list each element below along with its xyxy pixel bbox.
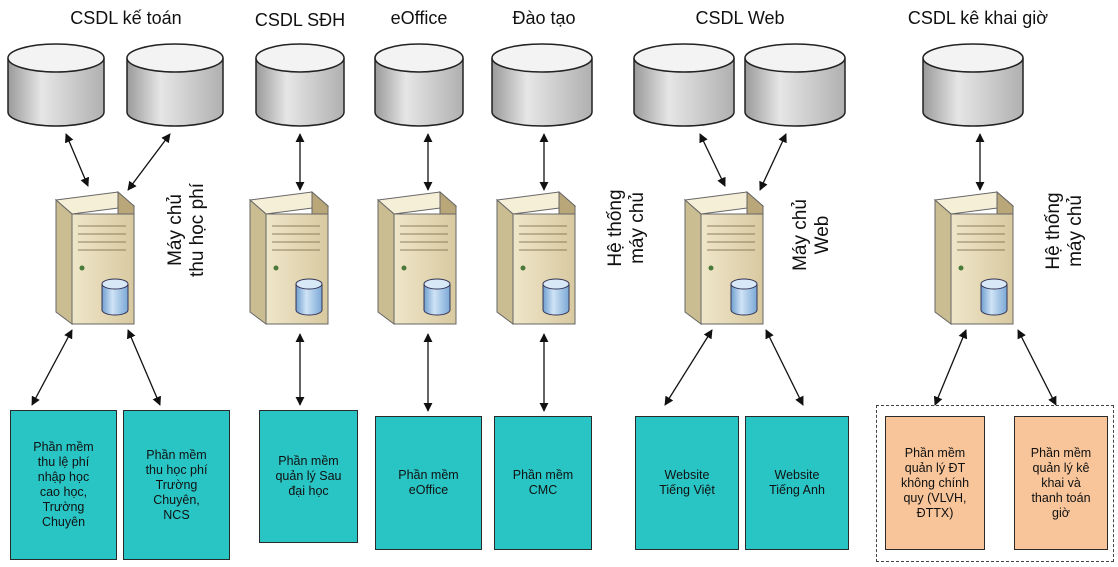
server-tower-icon: [495, 190, 577, 325]
dashed-group-border: [876, 405, 1114, 562]
app-label: Website Tiếng Việt: [659, 468, 715, 497]
database-cylinder-icon: [126, 43, 224, 127]
database-cylinder-icon: [744, 43, 846, 127]
database-cylinder-icon: [7, 43, 105, 127]
server-tower-icon: [248, 190, 330, 325]
app-box-sau-dai-hoc: Phần mềm quản lý Sau đại học: [259, 410, 358, 543]
app-box-cmc: Phần mềm CMC: [494, 416, 592, 550]
database-cylinder-icon: [374, 43, 464, 127]
server-label-web: Máy chủ Web: [790, 199, 833, 271]
db-title-web: CSDL Web: [695, 8, 785, 28]
server-label-hocphi: Máy chủ thu học phí: [165, 182, 208, 278]
db-title-kekhai: CSDL kê khai giờ: [907, 8, 1049, 28]
server-label-kekhai: Hệ thống máy chủ: [1043, 192, 1086, 270]
app-box-eoffice: Phần mềm eOffice: [375, 416, 482, 550]
app-label: Phần mềm thu lệ phí nhập học cao học, Tr…: [33, 440, 94, 529]
server-label-daotao: Hệ thống máy chủ: [605, 189, 648, 267]
app-label: Phần mềm CMC: [512, 468, 574, 497]
db-title-sdh: CSDL SĐH: [254, 10, 346, 30]
database-cylinder-icon: [633, 43, 735, 127]
app-label: Phần mềm thu học phí Trường Chuyên, NCS: [145, 447, 208, 522]
server-tower-icon: [376, 190, 458, 325]
app-label: Phần mềm eOffice: [398, 468, 459, 497]
app-box-thu-le-phi: Phần mềm thu lệ phí nhập học cao học, Tr…: [10, 410, 117, 560]
connector-arrows: [31, 133, 1057, 412]
app-label: Website Tiếng Anh: [769, 468, 825, 497]
db-title-eoffice: eOffice: [390, 8, 448, 28]
app-box-thu-hoc-phi: Phần mềm thu học phí Trường Chuyên, NCS: [123, 410, 230, 560]
database-cylinder-icon: [922, 43, 1024, 127]
database-cylinder-icon: [491, 43, 593, 127]
db-title-ketoan: CSDL kế toán: [70, 8, 182, 28]
app-box-dt-khong-chinh-quy: Phần mềm quản lý ĐT không chính quy (VLV…: [885, 416, 985, 550]
server-tower-icon: [933, 190, 1015, 325]
server-tower-icon: [683, 190, 765, 325]
app-label: Phần mềm quản lý Sau đại học: [275, 454, 342, 498]
server-tower-icon: [54, 190, 136, 325]
db-title-daotao: Đào tạo: [512, 8, 576, 28]
app-label: Phần mềm quản lý ĐT không chính quy (VLV…: [900, 445, 970, 520]
app-box-ke-khai: Phần mềm quản lý kê khai và thanh toán g…: [1014, 416, 1108, 550]
app-box-website-tieng-anh: Website Tiếng Anh: [745, 416, 849, 550]
app-box-website-tieng-viet: Website Tiếng Việt: [635, 416, 739, 550]
database-cylinder-icon: [255, 43, 345, 127]
app-label: Phần mềm quản lý kê khai và thanh toán g…: [1030, 445, 1092, 520]
